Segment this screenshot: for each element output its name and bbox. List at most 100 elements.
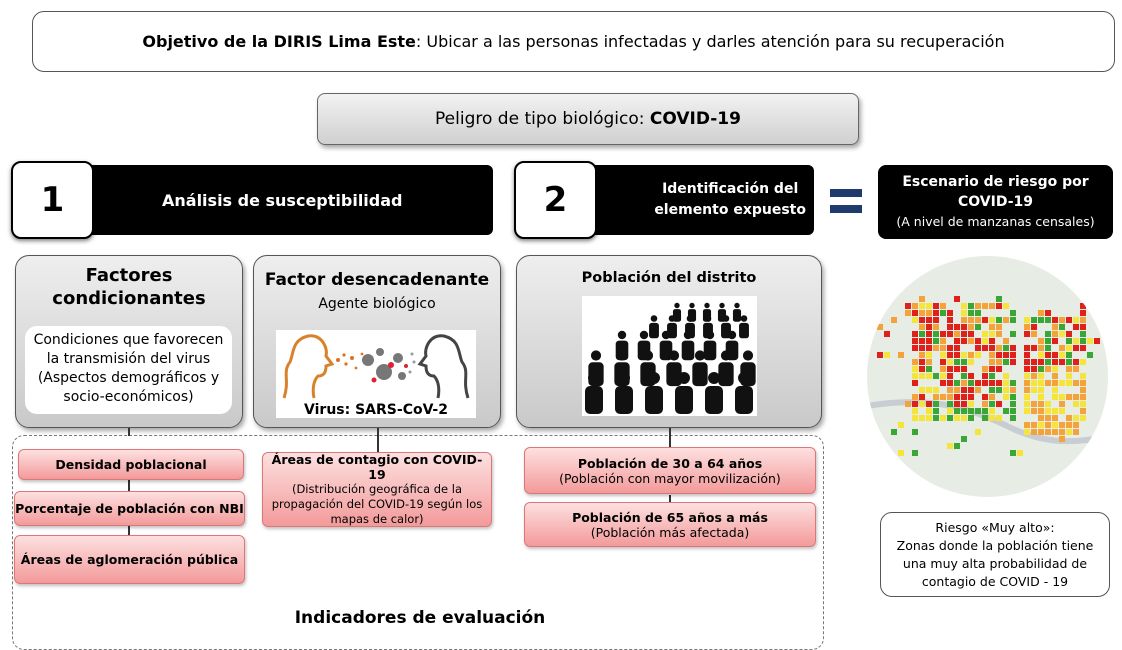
map-block [961, 331, 967, 337]
map-block [905, 310, 911, 316]
map-block [982, 415, 988, 421]
map-block [1080, 359, 1086, 365]
map-block [1059, 429, 1065, 435]
map-block [1066, 394, 1072, 400]
map-block [919, 394, 925, 400]
map-block [1010, 394, 1016, 400]
map-block [947, 373, 953, 379]
map-block [1080, 338, 1086, 344]
connector-line [128, 526, 130, 536]
map-block [926, 408, 932, 414]
map-block [1052, 373, 1058, 379]
map-block [1024, 429, 1030, 435]
map-block [954, 387, 960, 393]
map-block [912, 310, 918, 316]
map-block [1073, 338, 1079, 344]
map-block [884, 352, 890, 358]
person-icon [675, 372, 693, 414]
map-block [1024, 317, 1030, 323]
map-block [1045, 317, 1051, 323]
map-block [968, 415, 974, 421]
indicator-agglomeration: Áreas de aglomeración pública [14, 535, 245, 584]
map-block [1003, 352, 1009, 358]
map-block [933, 331, 939, 337]
connector-line [128, 480, 130, 492]
map-block [947, 310, 953, 316]
map-block [912, 415, 918, 421]
indicator-density-label: Densidad poblacional [55, 457, 207, 472]
step1-number: 1 [11, 161, 94, 239]
map-block [947, 408, 953, 414]
map-block [1052, 331, 1058, 337]
map-block [1031, 429, 1037, 435]
map-block [975, 387, 981, 393]
map-block [1010, 387, 1016, 393]
conditioning-title-line1: Factores [85, 265, 173, 286]
pop-30-64-title: Población de 30 a 64 años [577, 455, 763, 471]
map-block [1059, 401, 1065, 407]
map-block [1024, 352, 1030, 358]
map-block [996, 303, 1002, 309]
map-block [1010, 317, 1016, 323]
map-block [940, 331, 946, 337]
risk-heatmap [867, 296, 1108, 456]
map-block [996, 324, 1002, 330]
map-block [1073, 401, 1079, 407]
map-block [1010, 415, 1016, 421]
map-block [975, 345, 981, 351]
person-icon [735, 372, 753, 414]
map-block [912, 345, 918, 351]
map-block [933, 401, 939, 407]
map-block [1052, 408, 1058, 414]
map-block [982, 338, 988, 344]
map-block [912, 366, 918, 372]
map-block [954, 401, 960, 407]
map-block [1045, 415, 1051, 421]
map-block [1073, 422, 1079, 428]
map-block [968, 317, 974, 323]
hazard-prefix: Peligro de tipo biológico: [435, 109, 650, 129]
hazard-name: COVID-19 [649, 109, 741, 129]
map-block [975, 324, 981, 330]
map-block [1038, 317, 1044, 323]
map-block [1003, 387, 1009, 393]
map-block [954, 296, 960, 302]
pop-30-64-desc: (Población con mayor movilización) [559, 470, 781, 486]
map-block [1038, 394, 1044, 400]
map-block [1066, 352, 1072, 358]
map-block [1031, 380, 1037, 386]
step2-title-line2: elemento expuesto [654, 202, 806, 218]
map-block [919, 345, 925, 351]
map-block [961, 366, 967, 372]
triggering-subtitle: Agente biológico [318, 296, 436, 312]
person-icon [703, 330, 717, 361]
map-block [933, 310, 939, 316]
map-block [1080, 310, 1086, 316]
map-block [940, 415, 946, 421]
map-block [1045, 359, 1051, 365]
map-block [989, 373, 995, 379]
map-block [968, 310, 974, 316]
map-block [954, 324, 960, 330]
map-block [912, 450, 918, 456]
triggering-factor-box: Factor desencadenante Agente biológico V… [253, 255, 501, 428]
map-block [954, 345, 960, 351]
map-block [1010, 331, 1016, 337]
map-block [1080, 317, 1086, 323]
person-icon [666, 350, 682, 387]
map-block [884, 331, 890, 337]
map-block [1038, 380, 1044, 386]
person-icon [645, 372, 663, 414]
map-block [1052, 366, 1058, 372]
risk-note-line3: una muy alta probabilidad de [902, 556, 1088, 571]
contagion-desc-line1: (Distribución geográfica de la [291, 482, 463, 496]
map-block [1045, 408, 1051, 414]
map-block [926, 373, 932, 379]
map-block [989, 352, 995, 358]
map-block [947, 394, 953, 400]
map-block [1003, 317, 1009, 323]
conditioning-title-line2: condicionantes [52, 288, 206, 309]
map-block [1038, 387, 1044, 393]
map-block [912, 303, 918, 309]
map-block [919, 373, 925, 379]
